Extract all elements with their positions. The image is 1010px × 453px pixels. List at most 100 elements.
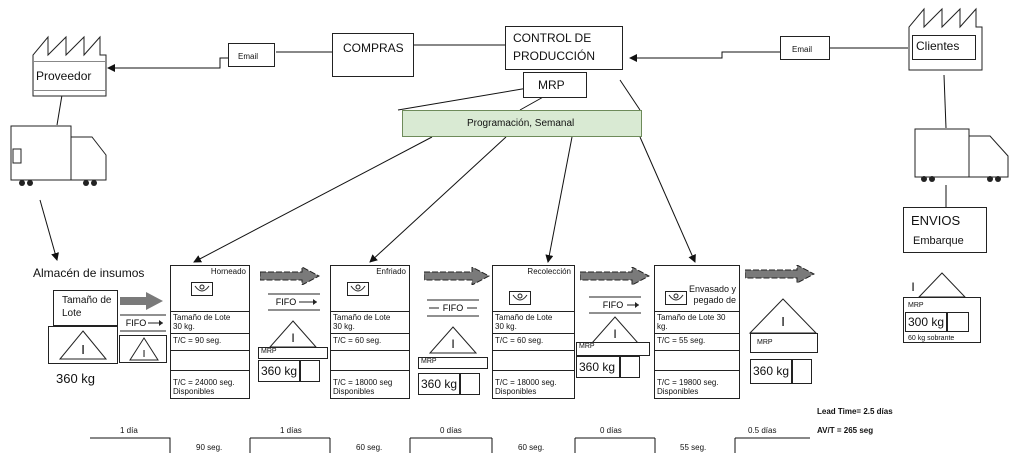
fifo-label: FIFO [603, 300, 624, 310]
inventory-mrp-tag: MRP [418, 357, 488, 369]
inventory-mrp-tag: MRP [750, 333, 818, 353]
supplier-label: Proveedor [36, 69, 92, 83]
envios-subtitle: Embarque [913, 235, 964, 247]
inventory-triangle-icon: I [268, 320, 318, 348]
process-lot: Tamaño de Lote [333, 313, 391, 322]
warehouse-title: Almacén de insumos [33, 266, 145, 280]
schedule-label: Programación, Semanal [467, 118, 575, 129]
compras-label: COMPRAS [343, 41, 404, 55]
email-left-box: Email [228, 43, 275, 67]
warehouse-lot-line2: Lote [62, 308, 82, 319]
envios-title: ENVIOS [911, 213, 961, 228]
svg-text:I: I [911, 280, 914, 294]
value-added-time: AV/T = 265 seg [817, 426, 874, 435]
email-left-label: Email [238, 52, 259, 61]
process-lot-value: 30 kg. [495, 322, 517, 331]
warehouse-lot-line1: Tamaño de [62, 295, 112, 306]
process-available-label: Disponibles [173, 387, 215, 396]
inventory-qty: 360 kg [418, 373, 460, 395]
mrp-main-box: MRP [523, 72, 587, 98]
push-arrow-icon [424, 267, 490, 285]
customer-label: Clientes [916, 39, 960, 53]
inventory-qty: 360 kg [258, 360, 300, 382]
process-lot: Tamaño de Lote 30 [657, 313, 726, 322]
timeline-seconds-2: 60 seg. [356, 443, 383, 452]
warehouse-qty: 360 kg [56, 371, 96, 386]
email-right-box: Email [780, 36, 830, 60]
process-cycle-time: T/C = 55 seg. [657, 336, 706, 345]
inventory-group-4: I MRP 360 kg [748, 298, 820, 386]
timeline-days-1: 1 día [120, 426, 138, 435]
timeline-seconds-1: 90 seg. [196, 443, 223, 452]
svg-text:I: I [81, 342, 85, 357]
fifo-lane-icon: FIFO [120, 314, 166, 332]
mrp-main-label: MRP [538, 78, 565, 92]
fifo-lane-icon: FIFO [268, 293, 320, 311]
truck-icon [10, 125, 107, 186]
process-available-time: T/C = 24000 seg. [173, 378, 235, 387]
process-lot: Tamaño de Lote [173, 313, 231, 322]
control-produccion-box: CONTROL DE PRODUCCIÓN [505, 26, 623, 70]
fifo-label: FIFO [276, 297, 297, 307]
warehouse-lot-box: Tamaño de Lote [53, 290, 118, 326]
fifo-lane-icon: FIFO [427, 299, 479, 317]
process-available-time: T/C = 18000 seg [333, 378, 393, 387]
final-inventory-group: I MRP 300 kg 60 kg sobrante [903, 272, 981, 343]
final-mrp-tag: MRP [908, 302, 924, 309]
process-cycle-time: T/C = 90 seg. [173, 336, 222, 345]
process-title-line2: pegado de [693, 295, 736, 305]
timeline-days-3: 0 días [440, 426, 462, 435]
inventory-mrp-tag: MRP [576, 342, 650, 356]
customer-factory: Clientes [908, 5, 983, 71]
compras-box: COMPRAS [332, 33, 414, 77]
truck-icon [914, 128, 1009, 182]
timeline-days-4: 0 días [600, 426, 622, 435]
push-arrow-icon [260, 267, 320, 285]
process-title: Horneado [210, 267, 246, 276]
final-inventory-note: 60 kg sobrante [908, 335, 955, 342]
control-line1: CONTROL DE [513, 31, 592, 45]
timeline-days-2: 1 días [280, 426, 302, 435]
timeline-days-5: 0.5 días [748, 426, 777, 435]
process-box-horneado: Horneado Tamaño de Lote 30 kg. T/C = 90 … [170, 265, 250, 399]
process-box-envasado: Envasado y pegado de Tamaño de Lote 30 k… [654, 265, 740, 399]
process-lot-value: 30 kg. [173, 322, 195, 331]
inventory-triangle-icon: I [748, 298, 818, 334]
inventory-group-1: I MRP 360 kg [258, 320, 330, 386]
svg-text:I: I [613, 327, 616, 341]
fifo-lane-icon: FIFO [589, 296, 641, 314]
process-box-enfriado: Enfriado Tamaño de Lote 30 kg. T/C = 60 … [330, 265, 410, 399]
push-arrow-icon [120, 292, 163, 310]
process-available-label: Disponibles [333, 387, 375, 396]
process-cycle-time: T/C = 60 seg. [333, 336, 382, 345]
process-available-time: T/C = 19800 seg. [657, 378, 719, 387]
svg-text:I: I [781, 314, 785, 329]
final-inventory-qty: 300 kg [905, 312, 947, 332]
inventory-triangle-icon: I [590, 316, 640, 344]
lead-time: Lead Time= 2.5 días [817, 407, 893, 416]
fifo-label: FIFO [443, 303, 464, 313]
email-right-label: Email [792, 45, 813, 54]
timeline-seconds-3: 60 seg. [518, 443, 545, 452]
operator-icon [509, 291, 531, 305]
envios-box: ENVIOS Embarque [903, 207, 987, 253]
inventory-mrp-tag: MRP [258, 347, 328, 359]
inventory-triangle-icon: I [129, 337, 159, 361]
supplier-factory: Proveedor [32, 33, 107, 97]
svg-text:I: I [451, 337, 454, 351]
svg-text:I: I [291, 331, 294, 345]
inventory-qty: 360 kg [576, 356, 620, 378]
process-cycle-time: T/C = 60 seg. [495, 336, 544, 345]
process-title: Enfriado [376, 267, 406, 276]
operator-icon [665, 291, 687, 305]
operator-icon [347, 282, 369, 296]
inventory-group-3: I MRP 360 kg [576, 316, 652, 382]
inventory-triangle-icon: I [428, 326, 478, 354]
schedule-bar: Programación, Semanal [402, 110, 642, 137]
push-arrow-icon [580, 267, 650, 285]
fifo-inventory-box-0: I [119, 335, 167, 363]
inventory-triangle-icon: I [911, 272, 967, 298]
process-title: Recolección [527, 267, 571, 276]
inventory-group-2: I MRP 360 kg [418, 326, 490, 396]
